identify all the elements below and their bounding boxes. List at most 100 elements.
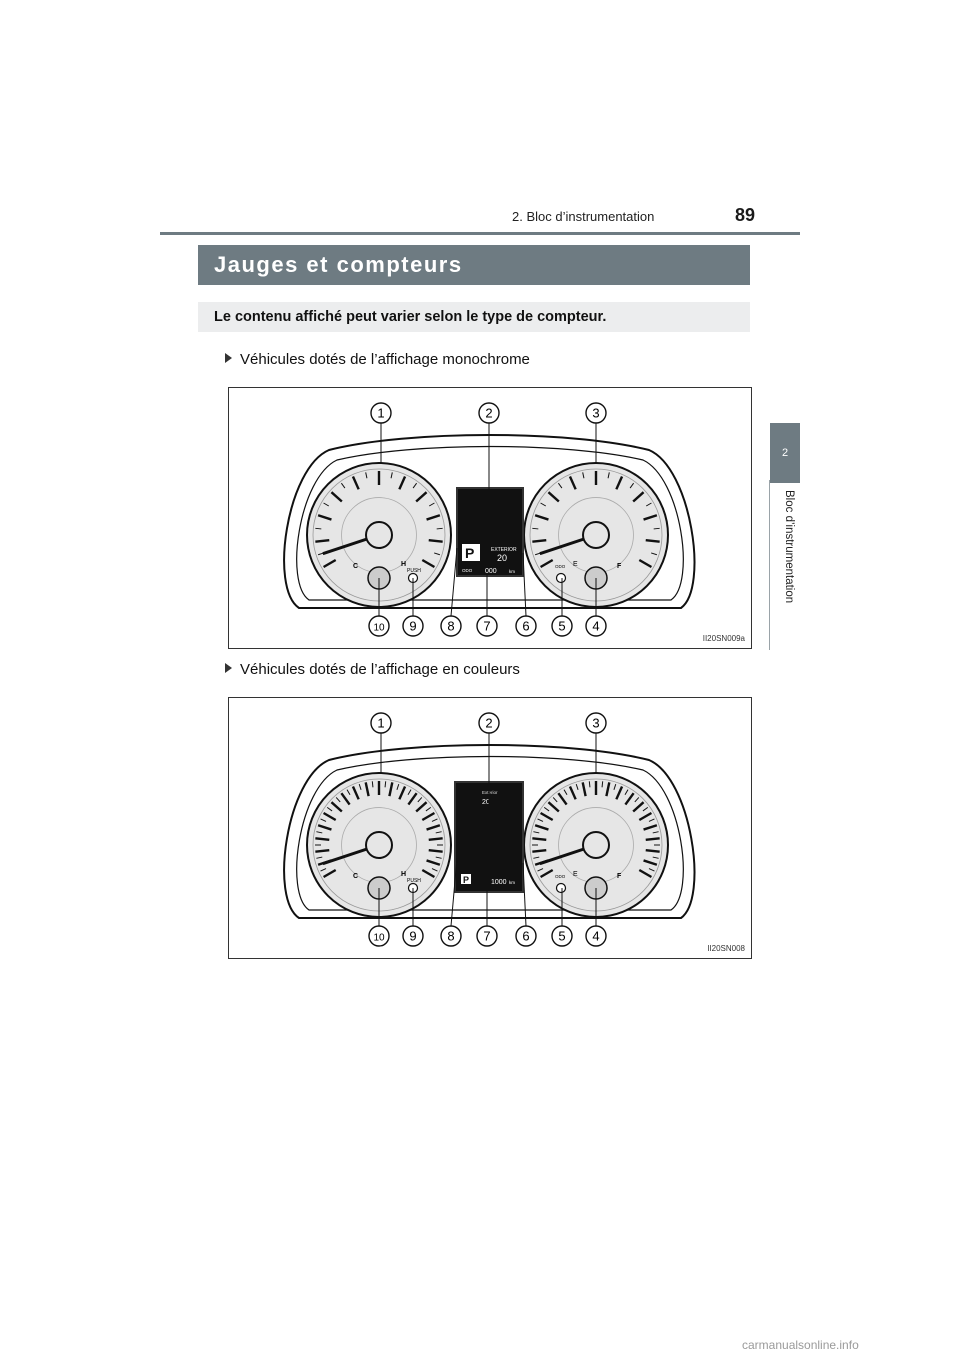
callout-circle [370,402,392,424]
speedometer-gauge-tick [540,502,547,507]
bullet-color: Véhicules dotés de l’affichage en couleu… [225,661,520,678]
callout-circle [368,615,390,637]
callout-number: 10 [373,933,385,944]
speedometer-gauge-tick [645,502,652,507]
section-title: 2. Bloc d’instrumentation [512,209,655,224]
tachometer-gauge-tick [407,792,418,806]
speedometer-gauge-tick [552,797,558,803]
tachometer-gauge-tick [431,818,438,822]
tachometer-gauge-tick [330,801,343,813]
speedometer-gauge-tick [607,472,610,479]
callout-number: 1 [377,716,384,731]
speedometer-gauge-tick [547,801,560,813]
speedometer-gauge-tick [532,539,547,543]
odo-label: ODO [462,568,473,573]
tachometer-gauge-tick [390,472,393,479]
odometer-unit: km [509,569,515,574]
tachometer-gauge-tick [315,539,330,543]
tachometer-gauge-tick [320,818,327,822]
callout-number: 5 [558,619,565,634]
tachometer-gauge-tick [398,786,407,800]
speedometer-gauge [523,772,669,918]
callout-circle [440,925,462,947]
speedometer-gauge-tick [533,831,540,834]
speedometer-gauge-tick [645,837,660,841]
speedometer-gauge-tick [624,792,635,806]
callout-circle [402,615,424,637]
tachometer-gauge-tick [317,824,332,831]
speedometer-gauge-tick [645,539,660,543]
odo-button-label: ODO [555,564,566,569]
speedometer-gauge-tick [643,859,658,866]
tachometer-gauge-tick [428,837,443,841]
tachometer-gauge-tick [315,849,330,853]
tachometer-gauge-tick [421,558,436,569]
callout-circle [440,615,462,637]
tachometer-gauge-tick [323,502,330,507]
full-mark: F [617,873,622,880]
bullet-monochrome-label: Véhicules dotés de l’affichage monochrom… [240,351,530,368]
speedometer-gauge-tick [605,782,611,797]
side-tab: 2 [770,423,800,483]
callout-number: 10 [373,623,385,634]
cold-mark: C [353,873,358,880]
tachometer-gauge [306,772,452,918]
callout-circle [585,402,607,424]
tachometer-gauge-tick [421,868,436,879]
speedometer-gauge-tick [648,818,655,822]
speedometer-gauge-tick [568,786,577,800]
tachometer-gauge [306,462,452,608]
speedometer-gauge-tick [582,472,585,479]
callout-circle [585,925,607,947]
speedometer-gauge-tick [534,514,549,521]
hot-mark: H [401,561,406,568]
hot-mark: H [401,871,406,878]
speedometer-gauge-tick [632,801,645,813]
tachometer-gauge-tick [426,824,441,831]
side-label: Bloc d’instrumentation [783,490,795,604]
callout-number: 7 [483,929,490,944]
tachometer-gauge-tick [315,527,322,530]
bullet-arrow-icon [225,353,232,363]
title-bar: Jauges et compteurs [198,245,750,285]
tachometer-gauge-tick [316,831,323,834]
speedometer-gauge-tick [638,558,653,569]
speedometer-gauge-tick [533,856,540,859]
tachometer-gauge-tick [351,786,360,800]
callout-number: 8 [447,619,454,634]
tachometer-gauge-tick [428,849,443,853]
speedometer-gauge-tick [615,786,624,800]
bullet-color-label: Véhicules dotés de l’affichage en couleu… [240,661,520,678]
speedometer-gauge-tick [638,811,653,822]
callout-circle [515,925,537,947]
tachometer-gauge-tick [434,552,441,556]
speedometer-gauge-tick [539,868,554,879]
tachometer-gauge-tick [428,502,435,507]
callout-number: 9 [409,929,416,944]
gear-indicator: P [465,545,474,561]
odometer-value: 000 [485,568,497,575]
cluster-housing-inner [296,445,684,601]
speedometer-gauge-tick [563,789,568,796]
callout-leader [522,552,527,617]
tachometer-gauge-tick [435,831,442,834]
gear-box [462,544,480,561]
tachometer-gauge-tick [415,491,428,503]
tachometer-gauge-tick [358,783,362,790]
tachometer-gauge-tick [317,514,332,521]
tachometer-gauge-tick [436,527,443,530]
speedometer-gauge-tick [634,797,640,803]
tachometer-gauge-tick [428,539,443,543]
callout-circle [370,712,392,734]
tachometer-gauge-tick [322,811,337,822]
callout-circle [585,712,607,734]
tachometer-gauge-tick [364,782,370,797]
callout-circle [402,925,424,947]
speedometer-gauge-tick [651,552,658,556]
callout-circle [478,712,500,734]
callout-number: 3 [592,716,599,731]
tachometer-gauge-tick [326,806,333,812]
callout-leader [522,862,527,927]
